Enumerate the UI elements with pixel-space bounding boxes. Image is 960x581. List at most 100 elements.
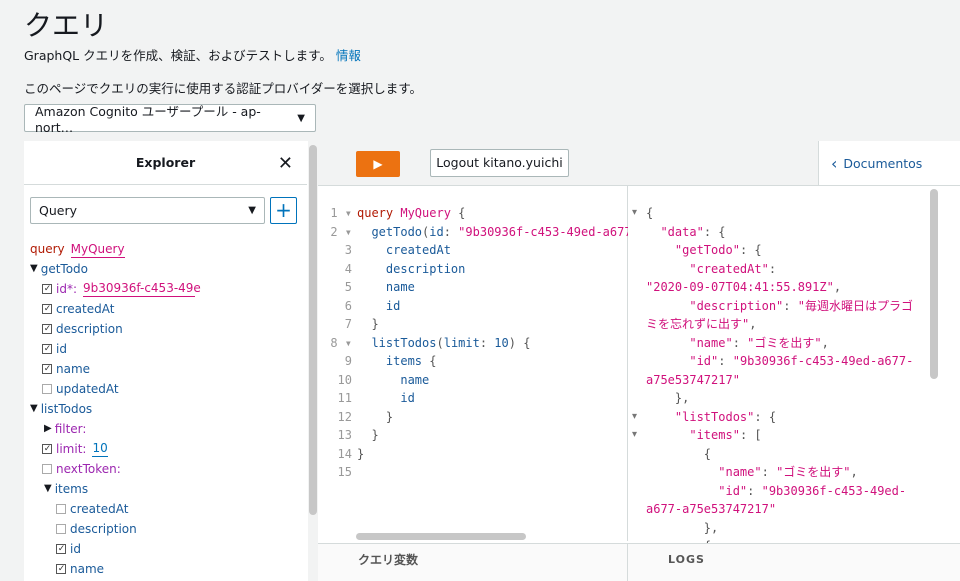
tree-items-createdAt[interactable]: createdAt: [30, 499, 195, 519]
logs-tab[interactable]: LOGS: [628, 543, 960, 581]
scrollbar-thumb[interactable]: [309, 145, 317, 515]
code-line: a75e53747217": [646, 371, 913, 390]
tree-arg-id[interactable]: id*: 9b30936f-c453-49e: [30, 279, 201, 299]
limit-arg-input[interactable]: 10: [92, 441, 108, 457]
code-token: },: [646, 391, 690, 405]
checkbox-checked-icon[interactable]: [42, 344, 52, 354]
docs-button[interactable]: ‹ Documentos: [818, 141, 960, 186]
code-line: },: [646, 519, 913, 538]
tree-field-name[interactable]: name: [30, 359, 195, 379]
code-line: "2020-09-07T04:41:55.891Z",: [646, 278, 913, 297]
tree-label: createdAt: [56, 302, 115, 316]
explorer-panel: Explorer ✕ Query ▼ + query MyQuery ▼ get…: [24, 141, 318, 581]
checkbox-checked-icon[interactable]: [56, 544, 66, 554]
logout-button[interactable]: Logout kitano.yuichi: [430, 149, 569, 177]
fold-arrow-icon[interactable]: ▾: [632, 410, 638, 422]
tree-field-updatedAt[interactable]: updatedAt: [30, 379, 195, 399]
tree-arg-filter[interactable]: ▶ filter:: [30, 419, 195, 439]
info-link[interactable]: 情報: [335, 48, 361, 63]
run-query-button[interactable]: ▶: [356, 151, 400, 177]
subtitle-text: GraphQL クエリを作成、検証、およびテストします。: [24, 48, 332, 63]
explorer-scrollbar[interactable]: [308, 141, 318, 581]
checkbox-unchecked-icon[interactable]: [56, 504, 66, 514]
code-token: :: [443, 224, 459, 239]
code-token: (: [422, 224, 430, 239]
line-number: 6: [344, 298, 352, 313]
line-number: 3: [344, 243, 352, 257]
code-token: getTodo: [357, 224, 423, 239]
code-token: MyQuery: [400, 206, 451, 220]
tree-arg-nextToken[interactable]: nextToken:: [30, 459, 195, 479]
code-line: {: [646, 204, 913, 223]
fold-arrow-icon[interactable]: ▾: [632, 429, 638, 440]
code-line: "id": "9b30936f-c453-49ed-: [646, 482, 913, 501]
fold-arrow-icon[interactable]: ▾: [632, 207, 638, 218]
tree-label: description: [70, 522, 137, 536]
tree-field-description[interactable]: description: [30, 319, 195, 339]
code-line: {: [646, 445, 913, 464]
tree-label: nextToken:: [56, 462, 121, 476]
add-operation-button[interactable]: +: [270, 197, 297, 224]
checkbox-unchecked-icon[interactable]: [42, 384, 52, 394]
page-title: クエリ: [24, 9, 109, 42]
code-token: ,: [850, 465, 858, 479]
code-token: :: [732, 335, 748, 350]
line-number: 14: [337, 446, 352, 461]
id-arg-input[interactable]: 9b30936f-c453-49e: [83, 281, 201, 297]
tree-label: name: [70, 562, 105, 576]
code-token: 10: [494, 335, 509, 350]
checkbox-checked-icon[interactable]: [42, 284, 52, 294]
checkbox-checked-icon[interactable]: [42, 364, 52, 374]
query-variables-tab[interactable]: クエリ変数: [318, 543, 628, 581]
code-token: {: [450, 206, 466, 220]
query-editor[interactable]: 1 ▾2 ▾3 4 5 6 7 8 ▾9 10 11 12 13 14 15 q…: [318, 186, 632, 541]
auth-provider-select[interactable]: Amazon Cognito ユーザープール - ap-nort… ▼: [24, 104, 316, 135]
operation-name-input[interactable]: MyQuery: [70, 241, 125, 258]
tree-field-id[interactable]: id: [30, 339, 195, 359]
line-number: 11: [337, 391, 352, 405]
explorer-header: Explorer ✕: [24, 141, 307, 185]
graphiql-main: ▶ Logout kitano.yuichi ‹ Documentos 1 ▾2…: [318, 141, 960, 581]
play-icon: ▶: [373, 157, 383, 171]
tree-items-name[interactable]: name: [30, 559, 195, 579]
tree-item-items[interactable]: ▼ items: [30, 479, 195, 499]
query-code[interactable]: query MyQuery { getTodo(id: "9b30936f-c4…: [357, 204, 632, 482]
checkbox-checked-icon[interactable]: [56, 564, 66, 574]
close-icon[interactable]: ✕: [277, 153, 293, 174]
code-token: }: [357, 428, 379, 442]
checkbox-checked-icon[interactable]: [42, 304, 52, 314]
docs-label: Documentos: [843, 155, 923, 171]
code-token: : {: [703, 224, 726, 239]
line-number: 12: [337, 409, 352, 424]
provider-description: このページでクエリの実行に使用する認証プロバイダーを選択します。: [24, 81, 423, 96]
code-token: "2020-09-07T04:41:55.891Z": [646, 280, 834, 294]
editor-horizontal-scrollbar[interactable]: [356, 533, 526, 540]
code-line: name: [357, 371, 632, 390]
code-token: {: [422, 354, 437, 368]
code-line: name: [357, 278, 632, 297]
tree-arg-limit[interactable]: limit: 10: [30, 439, 195, 459]
tree-item-listTodos[interactable]: ▼ listTodos: [30, 399, 195, 419]
code-line: description: [357, 260, 632, 279]
code-token: "getTodo": [674, 243, 740, 257]
code-line: }: [357, 426, 632, 445]
tree-field-createdAt[interactable]: createdAt: [30, 299, 195, 319]
line-number: 10: [337, 372, 352, 387]
tree-item-getTodo[interactable]: ▼ getTodo: [30, 259, 195, 279]
checkbox-checked-icon[interactable]: [42, 324, 52, 334]
results-json: { "data": { "getTodo": { "createdAt":"20…: [646, 204, 913, 556]
tree-label: createdAt: [70, 502, 129, 516]
code-token: "name": [718, 465, 762, 479]
line-number: 9: [344, 354, 352, 368]
checkbox-unchecked-icon[interactable]: [42, 464, 52, 474]
operation-type-select[interactable]: Query ▼: [30, 197, 265, 224]
code-token: "description": [689, 298, 784, 313]
tree-items-description[interactable]: description: [30, 519, 195, 539]
checkbox-unchecked-icon[interactable]: [56, 524, 66, 534]
tree-items-id[interactable]: id: [30, 539, 195, 559]
tree-label: filter:: [54, 422, 87, 436]
results-scrollbar[interactable]: [930, 189, 938, 379]
code-line: }: [357, 408, 632, 427]
checkbox-checked-icon[interactable]: [42, 444, 52, 454]
code-token: ,: [749, 317, 757, 331]
